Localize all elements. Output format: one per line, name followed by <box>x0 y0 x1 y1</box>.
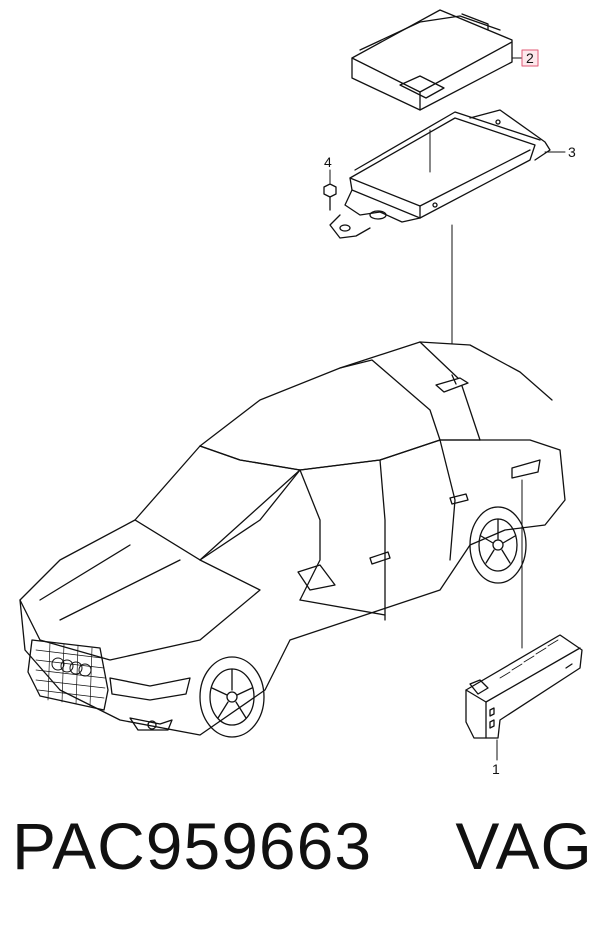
callout-labels: 2 3 4 1 <box>324 49 576 777</box>
sensor-module <box>465 634 583 739</box>
parts-diagram: 2 3 4 1 <box>19 9 583 777</box>
nut <box>323 183 337 211</box>
callout-2-highlight <box>521 49 539 67</box>
callout-4: 4 <box>324 154 332 170</box>
control-unit-module <box>351 9 513 111</box>
rear-wheel <box>469 506 527 584</box>
callout-2: 2 <box>526 50 534 66</box>
caption: PAC959663 VAG <box>12 808 592 898</box>
car-body <box>19 341 566 738</box>
callout-3: 3 <box>568 144 576 160</box>
part-number: PAC959663 <box>12 809 373 883</box>
front-wheel <box>199 656 265 738</box>
brand-label: VAG <box>455 809 593 883</box>
brand-rings <box>51 657 92 677</box>
mounting-bracket <box>329 109 551 239</box>
callout-1: 1 <box>492 761 500 777</box>
